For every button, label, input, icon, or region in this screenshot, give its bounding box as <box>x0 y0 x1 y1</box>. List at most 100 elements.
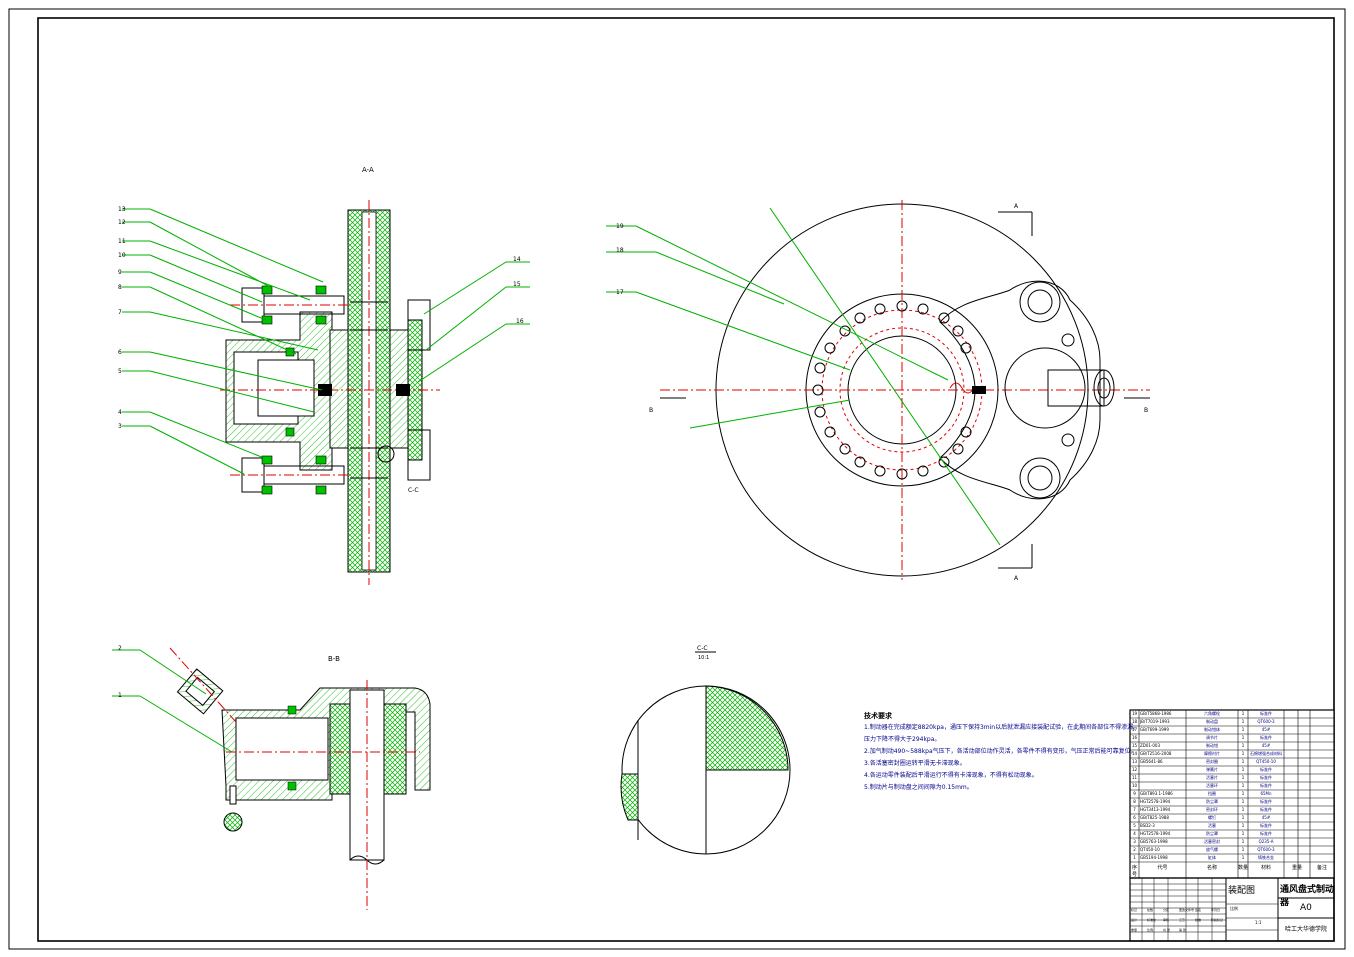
parts-cell-code: GB5194-1998 <box>1140 855 1168 860</box>
parts-cell-material: 45# <box>1261 727 1271 732</box>
parts-cell-qty: 1 <box>1241 775 1245 780</box>
inner-frame <box>37 17 1335 942</box>
parts-cell-no: 9 <box>1133 791 1136 796</box>
parts-cell-name: 密封环 <box>1206 807 1218 812</box>
parts-cell-qty: 1 <box>1241 839 1245 844</box>
parts-cell-no: 2 <box>1133 847 1136 852</box>
parts-cell-qty: 1 <box>1241 807 1245 812</box>
parts-header-material: 材料 <box>1260 865 1271 871</box>
parts-cell-code: GB/T893.1-1986 <box>1140 791 1173 796</box>
parts-cell-name: 活塞密封 <box>1204 839 1220 844</box>
part-num-13: 13 <box>118 206 126 213</box>
title-block-label: 处数 <box>1147 908 1154 912</box>
part-num-5: 5 <box>118 368 122 375</box>
section-bb-label: B-B <box>328 655 340 663</box>
parts-cell-code: HGT2578-1994 <box>1140 831 1171 836</box>
parts-header-name: 名称 <box>1206 865 1217 871</box>
parts-cell-no: 19 <box>1131 711 1138 716</box>
parts-cell-no: 10 <box>1131 783 1138 788</box>
parts-cell-no: 6 <box>1133 815 1136 820</box>
section-aa-label: A-A <box>362 166 374 174</box>
parts-cell-code <box>1140 783 1185 789</box>
parts-header-no: 序号 <box>1131 865 1137 878</box>
parts-cell-code: GB5641-86 <box>1140 759 1163 764</box>
parts-header-remark: 备注 <box>1316 865 1327 871</box>
parts-cell-no: 1 <box>1133 855 1136 860</box>
parts-cell-material: 标准件 <box>1260 807 1272 812</box>
title-block-label: 审核 <box>1163 918 1170 922</box>
detail-cc-label: C-C <box>697 645 708 652</box>
title-block-label: 重量 <box>1131 928 1138 932</box>
parts-cell-qty: 1 <box>1241 815 1245 820</box>
parts-cell-code: GB/T2516-2008 <box>1140 751 1172 756</box>
title-block-label: 阶段标记 <box>1211 918 1224 922</box>
part-num-1: 1 <box>118 692 122 699</box>
tech-item-1: 1.制动器在完成额定8820kpa，通压下保持3min以后就泄漏应接装配试验，在… <box>864 724 1140 743</box>
parts-cell-qty: 1 <box>1241 831 1245 836</box>
part-num-14: 14 <box>513 256 521 263</box>
parts-cell-code: GB5763-1998 <box>1140 839 1168 844</box>
part-num-4: 4 <box>118 409 122 416</box>
parts-cell-no: 4 <box>1133 831 1136 836</box>
title-block-label: 批准 <box>1195 918 1202 922</box>
parts-cell-name: 摩擦衬片 <box>1204 751 1220 756</box>
part-num-12: 12 <box>118 219 126 226</box>
parts-cell-qty: 1 <box>1241 847 1245 852</box>
drawing-name: 装配图 <box>1228 886 1256 896</box>
title-block-label: 标记 <box>1131 908 1138 912</box>
front-view: 19 18 17 A A B B <box>606 200 1150 582</box>
parts-cell-code <box>1140 767 1185 773</box>
parts-cell-code: HGT2578-1994 <box>1140 799 1171 804</box>
parts-cell-material: 铸铁合金 <box>1258 855 1274 860</box>
parts-cell-material: 标准件 <box>1260 735 1272 740</box>
part-num-8: 8 <box>118 284 122 291</box>
parts-cell-no: 14 <box>1131 751 1138 756</box>
parts-cell-code: ZD01-003 <box>1140 743 1160 748</box>
parts-cell-qty: 1 <box>1241 719 1245 724</box>
parts-cell-qty: 1 <box>1241 791 1245 796</box>
outer-border <box>8 8 1346 950</box>
piston-left <box>329 329 349 449</box>
part-num-11: 11 <box>118 238 126 245</box>
parts-header-qty: 数量 <box>1238 865 1249 871</box>
parts-cell-name: 调节片 <box>1206 735 1218 740</box>
parts-cell-name: 螺钉 <box>1208 815 1216 820</box>
tech-item-4: 4.各运动零件装配后平滑运行不得有卡滞现象，不得有松动现象。 <box>864 772 1038 779</box>
parts-cell-material: 45# <box>1261 815 1271 820</box>
school-name: 哈工大华德学院 <box>1285 926 1328 933</box>
parts-cell-name: 密封圈 <box>1206 759 1218 764</box>
parts-list-grid <box>1129 709 1335 879</box>
parts-cell-material: QT600-3 <box>1257 719 1275 724</box>
tech-item-5: 5.制动片与制动盘之间间隙为0.15mm。 <box>864 784 973 791</box>
part-num-2: 2 <box>118 645 122 652</box>
detail-cc-view: C-C 10:1 <box>620 645 791 855</box>
parts-cell-name: 制动钳 <box>1206 743 1218 748</box>
parts-cell-code: BSD2-3 <box>1140 823 1155 828</box>
part-num-9: 9 <box>118 269 122 276</box>
parts-cell-no: 7 <box>1133 807 1136 812</box>
tech-item-2: 2.加气制动490~588kpa气压下，各活动部位动作灵活，各零件不得有变形，气… <box>864 748 1137 755</box>
part-num-17: 17 <box>616 289 624 296</box>
parts-cell-name: 活塞环 <box>1206 783 1218 788</box>
title-block-label: 签名 <box>1195 908 1202 912</box>
title-block-label: 年月日 <box>1211 908 1221 912</box>
parts-cell-name: 防尘罩 <box>1206 831 1218 836</box>
drawing-title: 通风盘式制动器 <box>1280 885 1335 908</box>
part-num-10: 10 <box>118 252 126 259</box>
scale-value: 1:1 <box>1255 920 1262 925</box>
cut-b-left: B <box>649 407 653 414</box>
part-num-7: 7 <box>118 309 122 316</box>
parts-cell-qty: 1 <box>1241 823 1245 828</box>
cut-a-top: A <box>1014 203 1019 210</box>
parts-cell-name: 制动钳体 <box>1204 727 1220 732</box>
tech-heading: 技术要求 <box>864 712 892 720</box>
parts-cell-qty: 1 <box>1241 799 1245 804</box>
parts-cell-name: 挡圈 <box>1208 791 1216 796</box>
title-block: 装配图 通风盘式制动器 A0 哈工大华德学院 比例 1:1 标记处数分区更改文件… <box>1130 878 1334 941</box>
parts-cell-code: GB/T5868-1986 <box>1140 711 1172 716</box>
parts-cell-no: 3 <box>1133 839 1136 844</box>
part-num-19: 19 <box>616 223 624 230</box>
parts-cell-code <box>1140 775 1185 781</box>
sheet-size: A0 <box>1300 903 1312 913</box>
